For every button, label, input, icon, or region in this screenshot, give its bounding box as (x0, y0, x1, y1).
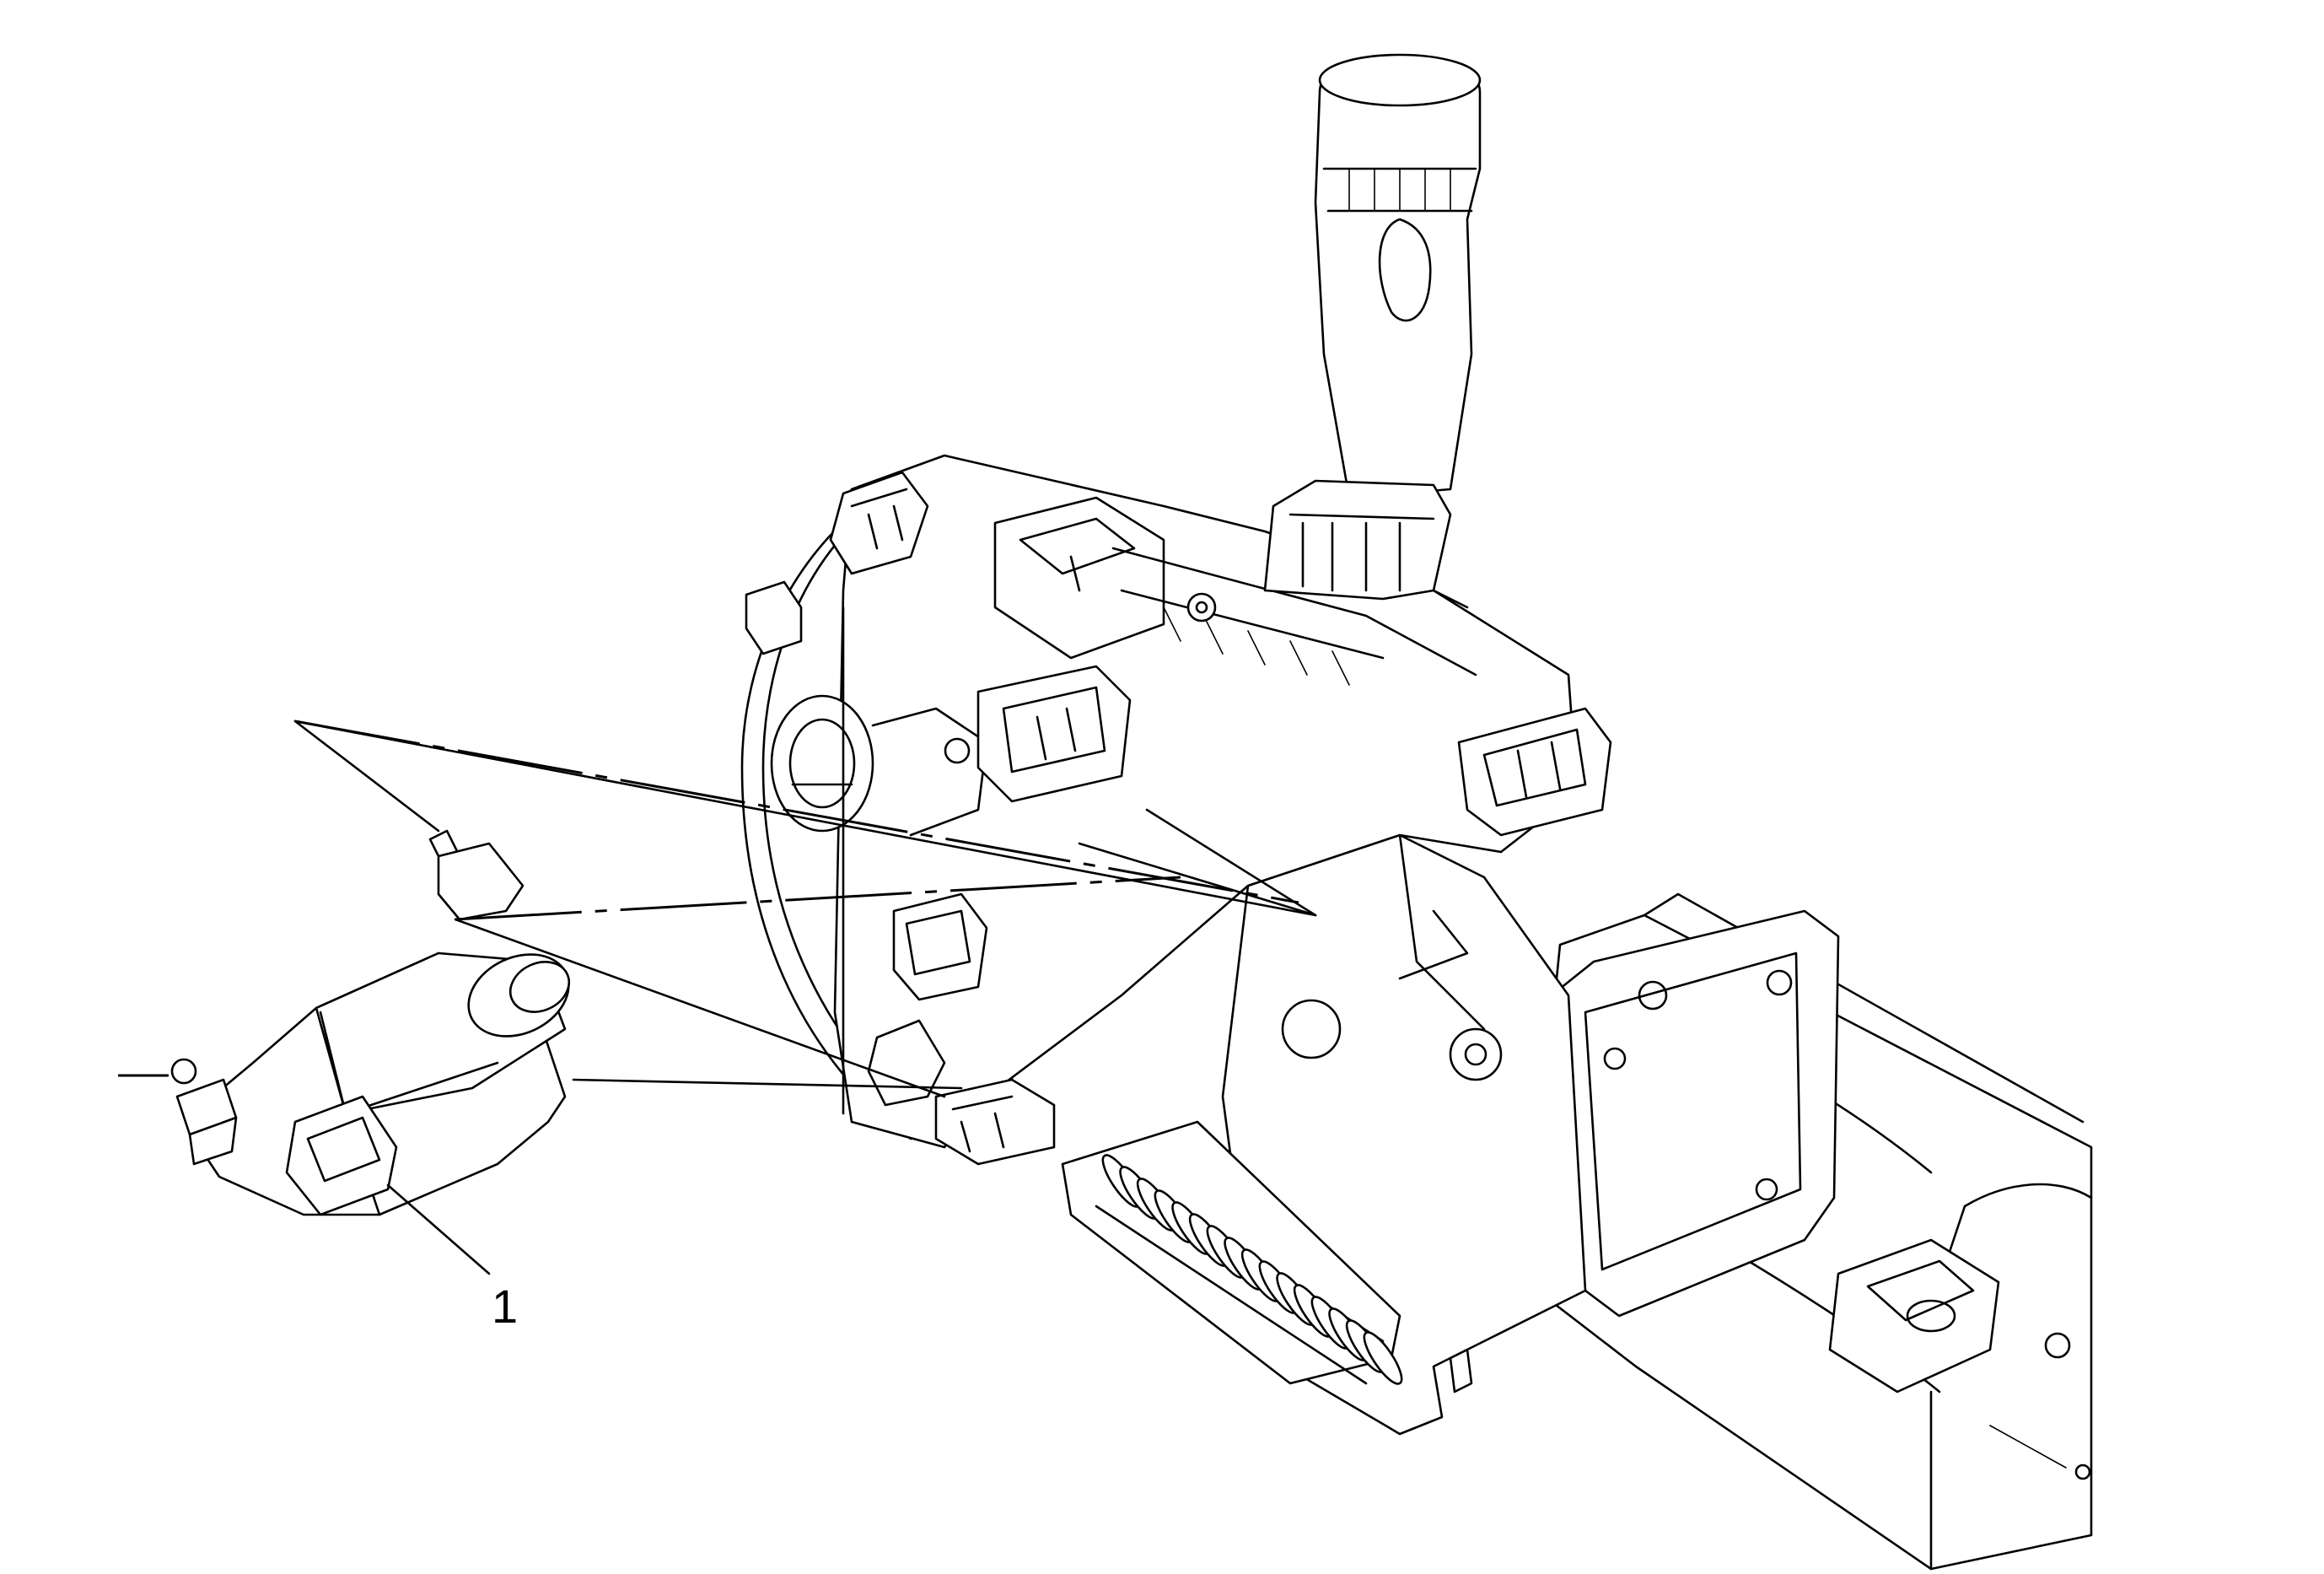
spring-coils (1101, 1154, 1403, 1385)
callout-1: 1 (386, 1183, 518, 1333)
column-tilt-lever-bracket (1828, 1238, 2091, 1480)
column-flange (1550, 909, 1840, 1318)
multifunction-switch-stalk (1263, 53, 1482, 609)
callout-1-label: 1 (492, 1280, 518, 1333)
ignition-switch (170, 829, 571, 1216)
clock-spring-assembly (740, 454, 1612, 1166)
spring-coil (1363, 1331, 1403, 1385)
alignment-lines (118, 720, 1317, 1098)
